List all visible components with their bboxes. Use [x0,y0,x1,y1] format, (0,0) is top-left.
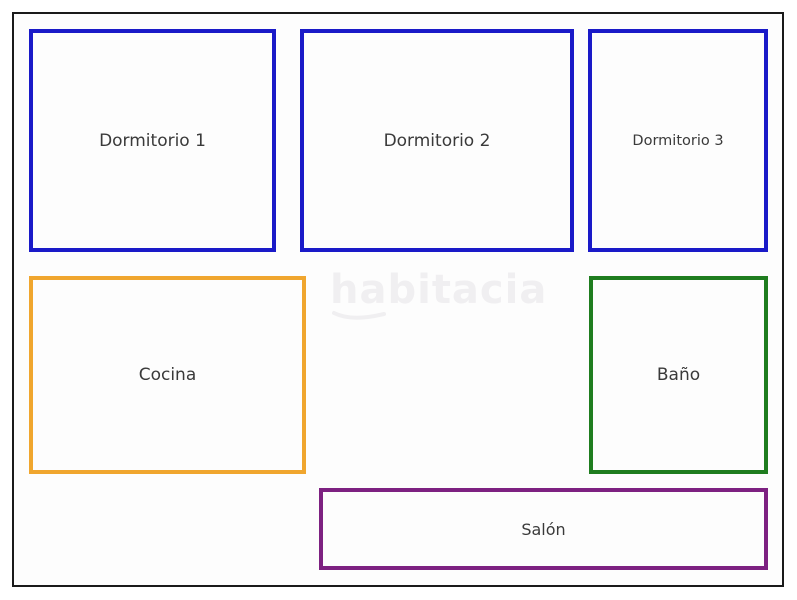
room-label-dormitorio-3: Dormitorio 3 [632,132,724,149]
room-bano: Baño [589,276,768,474]
room-label-bano: Baño [656,365,701,385]
room-label-cocina: Cocina [138,365,197,385]
room-label-dormitorio-1: Dormitorio 1 [99,130,206,151]
room-label-salon: Salón [521,519,566,539]
room-dormitorio-1: Dormitorio 1 [29,29,276,252]
room-dormitorio-2: Dormitorio 2 [300,29,574,252]
watermark: habitacia [330,267,548,320]
room-label-dormitorio-2: Dormitorio 2 [383,130,491,151]
room-cocina: Cocina [29,276,306,474]
room-salon: Salón [319,488,768,570]
watermark-text: habitacia [330,267,548,313]
watermark-swoosh-icon [332,311,386,320]
room-dormitorio-3: Dormitorio 3 [588,29,768,252]
